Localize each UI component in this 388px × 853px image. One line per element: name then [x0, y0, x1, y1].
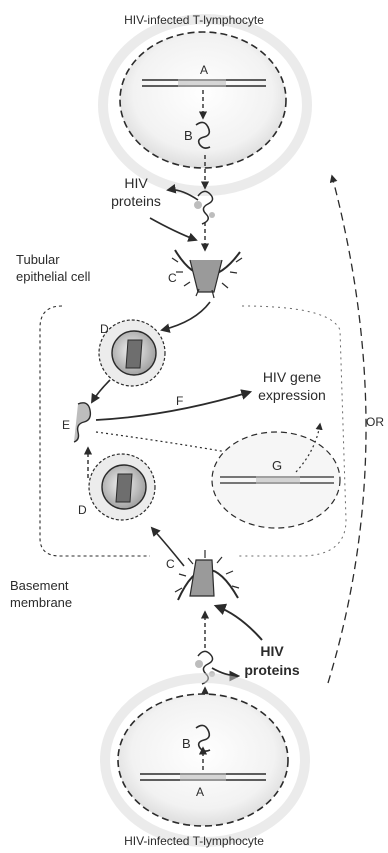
endosome-top-capsid	[126, 340, 142, 368]
bottom-title: HIV-infected T-lymphocyte	[124, 834, 264, 848]
gene-expression-line2: expression	[258, 387, 326, 403]
letter-c-bottom: C	[166, 557, 175, 571]
basement-label-line1: Basement	[10, 578, 69, 593]
endosome-top	[99, 320, 165, 386]
letter-g: G	[272, 458, 282, 473]
e-to-gene-expression-arrow-f	[96, 392, 250, 420]
top-capsid	[190, 260, 222, 292]
d-to-e-arrow-top	[92, 380, 110, 402]
tubular-label-line2: epithelial cell	[16, 269, 91, 284]
letter-e: E	[62, 418, 70, 432]
hiv-proteins-top-line2: proteins	[111, 193, 161, 209]
top-title: HIV-infected T-lymphocyte	[124, 13, 264, 27]
tubular-nucleus-g	[212, 432, 340, 528]
or-curve-arrow	[328, 176, 366, 683]
gene-expression-line1: HIV gene	[263, 369, 322, 385]
bottom-t-lymphocyte	[105, 678, 305, 842]
basement-label-line2: membrane	[10, 595, 72, 610]
hiv-proteins-bottom-line1: HIV	[260, 643, 284, 659]
letter-a-top: A	[200, 63, 208, 77]
letter-f: F	[176, 394, 183, 408]
letter-d-top: D	[100, 322, 109, 336]
uncoated-complex-shape	[74, 403, 90, 442]
bottom-proteins-label-arrow-in	[216, 606, 262, 640]
uncoated-complex-e	[74, 403, 90, 442]
letter-a-bottom: A	[196, 785, 204, 799]
endosome-bottom-capsid	[116, 474, 132, 502]
top-c-to-d-arrow	[162, 302, 210, 330]
hiv-proteins-top-line1: HIV	[124, 175, 148, 191]
top-budding-virion	[162, 250, 242, 330]
or-label: OR	[366, 415, 384, 429]
letter-c-top: C	[168, 271, 177, 285]
endosome-bottom	[89, 454, 155, 520]
letter-b-top: B	[184, 128, 193, 143]
tubular-label-line1: Tubular	[16, 252, 60, 267]
letter-d-bottom: D	[78, 503, 87, 517]
top-proteins-label-arrow-in	[150, 218, 196, 240]
hiv-proteins-bottom-line2: proteins	[244, 662, 299, 678]
bottom-capsid	[190, 560, 214, 596]
letter-b-bottom: B	[182, 736, 191, 751]
